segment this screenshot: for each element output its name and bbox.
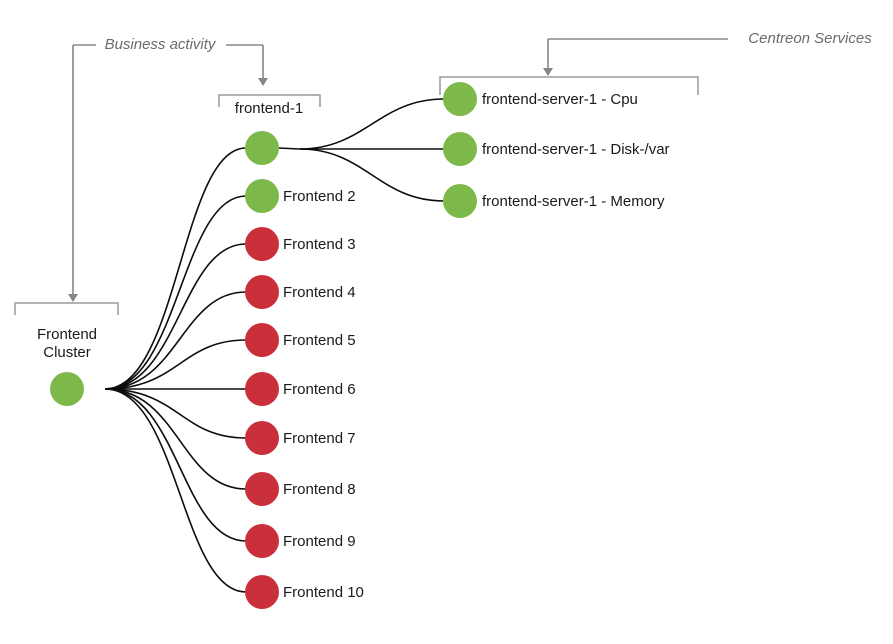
service-node-service-disk[interactable] — [443, 132, 477, 166]
edge-cluster-to-frontend-4 — [104, 291, 247, 390]
cluster-node-frontend-cluster[interactable] — [50, 372, 84, 406]
frontend-label-frontend-3: Frontend 3 — [283, 236, 356, 253]
frontend-node-frontend-6[interactable] — [245, 372, 279, 406]
frontend-label-frontend-2: Frontend 2 — [283, 188, 356, 205]
frontend-cluster-bracket — [14, 302, 119, 315]
edge-cluster-to-frontend-3 — [104, 243, 247, 390]
bracket-group — [14, 76, 699, 315]
frontend-node-frontend-4[interactable] — [245, 275, 279, 309]
frontend-label-frontend-7: Frontend 7 — [283, 430, 356, 447]
frontend-1-group-label: frontend-1 — [235, 100, 303, 117]
edge-cluster-to-frontend-2 — [104, 195, 247, 390]
frontend-node-frontend-2[interactable] — [245, 179, 279, 213]
service-label-service-memory: frontend-server-1 - Memory — [482, 193, 665, 210]
edge-frontend1-to-service-cpu — [299, 98, 445, 150]
edge-cluster-to-frontend-1 — [104, 147, 247, 390]
node-group — [50, 82, 477, 609]
frontend-node-frontend-5[interactable] — [245, 323, 279, 357]
edge-cluster-to-frontend-9 — [104, 388, 247, 542]
frontend-label-frontend-6: Frontend 6 — [283, 381, 356, 398]
edge-cluster-to-frontend-7 — [104, 388, 247, 439]
frontend-label-frontend-5: Frontend 5 — [283, 332, 356, 349]
cluster-edge-group — [104, 147, 247, 593]
service-edge-group — [277, 98, 445, 202]
frontend-node-frontend-10[interactable] — [245, 575, 279, 609]
frontend-node-frontend-9[interactable] — [245, 524, 279, 558]
frontend-node-frontend-8[interactable] — [245, 472, 279, 506]
edge-cluster-to-frontend-8 — [104, 388, 247, 490]
service-node-service-memory[interactable] — [443, 184, 477, 218]
service-node-service-cpu[interactable] — [443, 82, 477, 116]
service-label-service-disk: frontend-server-1 - Disk-/var — [482, 141, 670, 158]
label-group: Frontend 2 Frontend 3 Frontend 4 Frontend 5… — [37, 91, 670, 601]
frontend-label-frontend-9: Frontend 9 — [283, 533, 356, 550]
frontend-1-bracket — [218, 94, 321, 107]
frontend-node-frontend-3[interactable] — [245, 227, 279, 261]
frontend-label-frontend-8: Frontend 8 — [283, 481, 356, 498]
frontend-label-frontend-10: Frontend 10 — [283, 584, 364, 601]
frontend-node-frontend-7[interactable] — [245, 421, 279, 455]
cluster-label-line2: Cluster — [43, 344, 91, 361]
business-activity-label: Business activity — [105, 36, 217, 53]
edge-cluster-to-frontend-5 — [104, 339, 247, 390]
edge-frontend1-stem — [277, 147, 301, 150]
cluster-label-line1: Frontend — [37, 326, 97, 343]
centreon-services-label: Centreon Services — [748, 30, 872, 47]
edge-frontend1-to-service-memory — [299, 148, 445, 202]
frontend-label-frontend-4: Frontend 4 — [283, 284, 356, 301]
service-label-service-cpu: frontend-server-1 - Cpu — [482, 91, 638, 108]
annotation-group: Business activity Centreon Services — [68, 30, 872, 302]
edge-cluster-to-frontend-10 — [104, 388, 247, 593]
centreon-services-bracket — [439, 76, 699, 95]
frontend-node-frontend-1[interactable] — [245, 131, 279, 165]
